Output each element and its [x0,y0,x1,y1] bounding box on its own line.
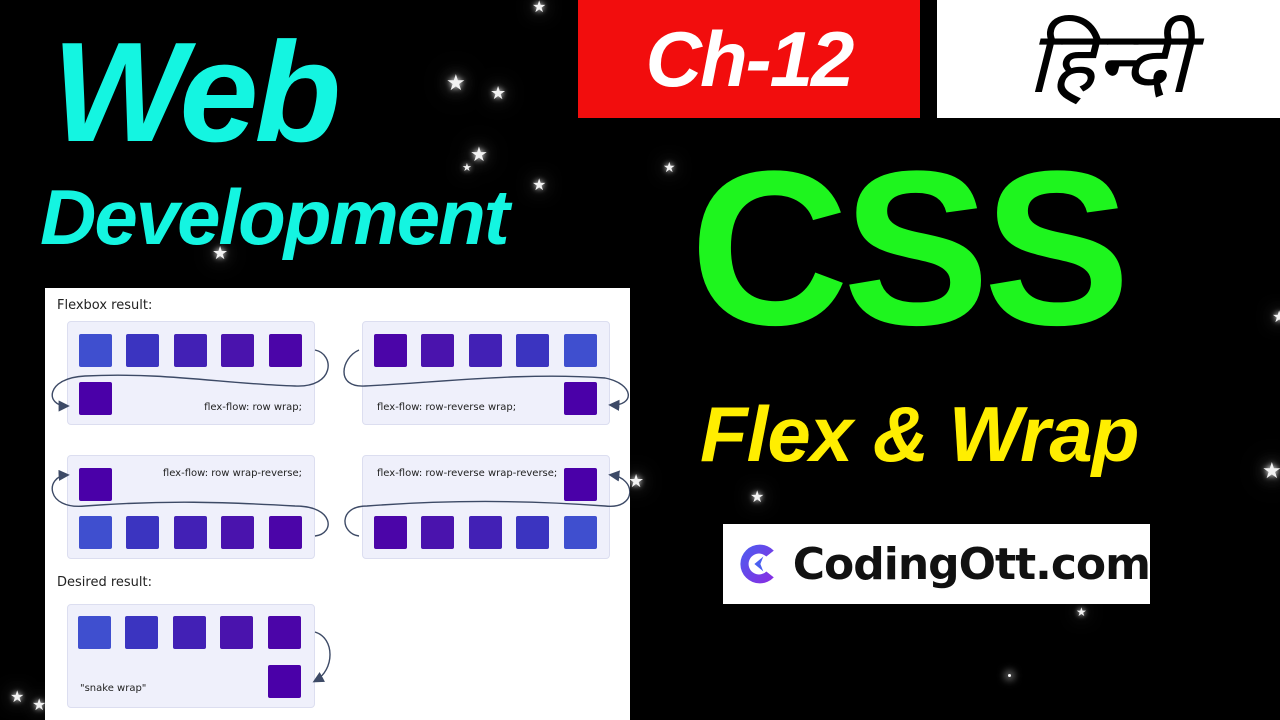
flex-item [221,516,254,549]
brand-name: CodingOtt.com [792,538,1151,590]
flex-item [421,334,454,367]
star-icon: ★ [532,177,547,194]
flex-item [125,616,158,649]
star-icon: ★ [470,144,488,166]
star-icon: ★ [663,159,676,175]
flex-item [564,382,597,415]
flex-item [374,334,407,367]
star-icon: ★ [1076,605,1087,619]
c-arrow-logo-icon [740,544,774,584]
subtopic-title: Flex & Wrap [700,390,1139,478]
flex-item [516,516,549,549]
star-icon: ★ [490,83,507,103]
flex-item [79,382,112,415]
flex-item [421,516,454,549]
flex-item [78,616,111,649]
glow-dot [1008,674,1011,677]
language-label: हिन्दी [1027,12,1190,113]
flex-item [268,665,301,698]
star-icon: ★ [32,697,47,714]
flexbox-diagram: Flexbox result: flex-flow: row wrap; fle… [45,288,630,720]
flex-item [564,334,597,367]
star-icon: ★ [1262,458,1280,483]
chapter-badge: Ch-12 [578,0,920,118]
flex-item [79,334,112,367]
brand-banner: CodingOtt.com [723,524,1151,604]
star-icon: ★ [10,689,25,706]
demo-label: flex-flow: row wrap-reverse; [162,468,302,479]
flex-item [79,468,112,501]
flex-item [269,334,302,367]
demo-label: flex-flow: row wrap; [204,402,302,413]
flex-item [564,516,597,549]
star-icon: ★ [212,243,229,263]
demo-row-reverse-wrap-reverse: flex-flow: row-reverse wrap-reverse; [362,455,610,559]
demo-label: "snake wrap" [80,683,147,694]
flex-item [564,468,597,501]
title-web: Web [52,13,341,172]
flex-item [269,516,302,549]
demo-row-reverse-wrap: flex-flow: row-reverse wrap; [362,321,610,425]
title-development: Development [40,173,510,261]
flex-item [173,616,206,649]
flex-item [174,334,207,367]
star-icon: ★ [750,489,765,506]
flex-item [268,616,301,649]
flex-item [469,516,502,549]
flex-item [126,516,159,549]
demo-label: flex-flow: row-reverse wrap; [377,402,517,413]
desired-result-heading: Desired result: [57,575,152,590]
demo-row-wrap: flex-flow: row wrap; [67,321,315,425]
flex-item [469,334,502,367]
demo-snake-wrap: "snake wrap" [67,604,315,708]
star-icon: ★ [532,0,547,16]
flex-item [221,334,254,367]
flex-item [126,334,159,367]
star-icon: ★ [446,70,466,95]
flex-item [220,616,253,649]
star-icon: ★ [1272,309,1280,326]
flex-item [79,516,112,549]
topic-title: CSS [690,125,1130,371]
demo-row-wrap-reverse: flex-flow: row wrap-reverse; [67,455,315,559]
flex-item [516,334,549,367]
flex-item [374,516,407,549]
flexbox-result-heading: Flexbox result: [57,298,153,313]
language-badge: हिन्दी [937,0,1280,118]
star-icon: ★ [462,162,472,174]
chapter-label: Ch-12 [645,14,855,103]
demo-label: flex-flow: row-reverse wrap-reverse; [377,468,558,479]
star-icon: ★ [628,471,645,491]
flex-item [174,516,207,549]
